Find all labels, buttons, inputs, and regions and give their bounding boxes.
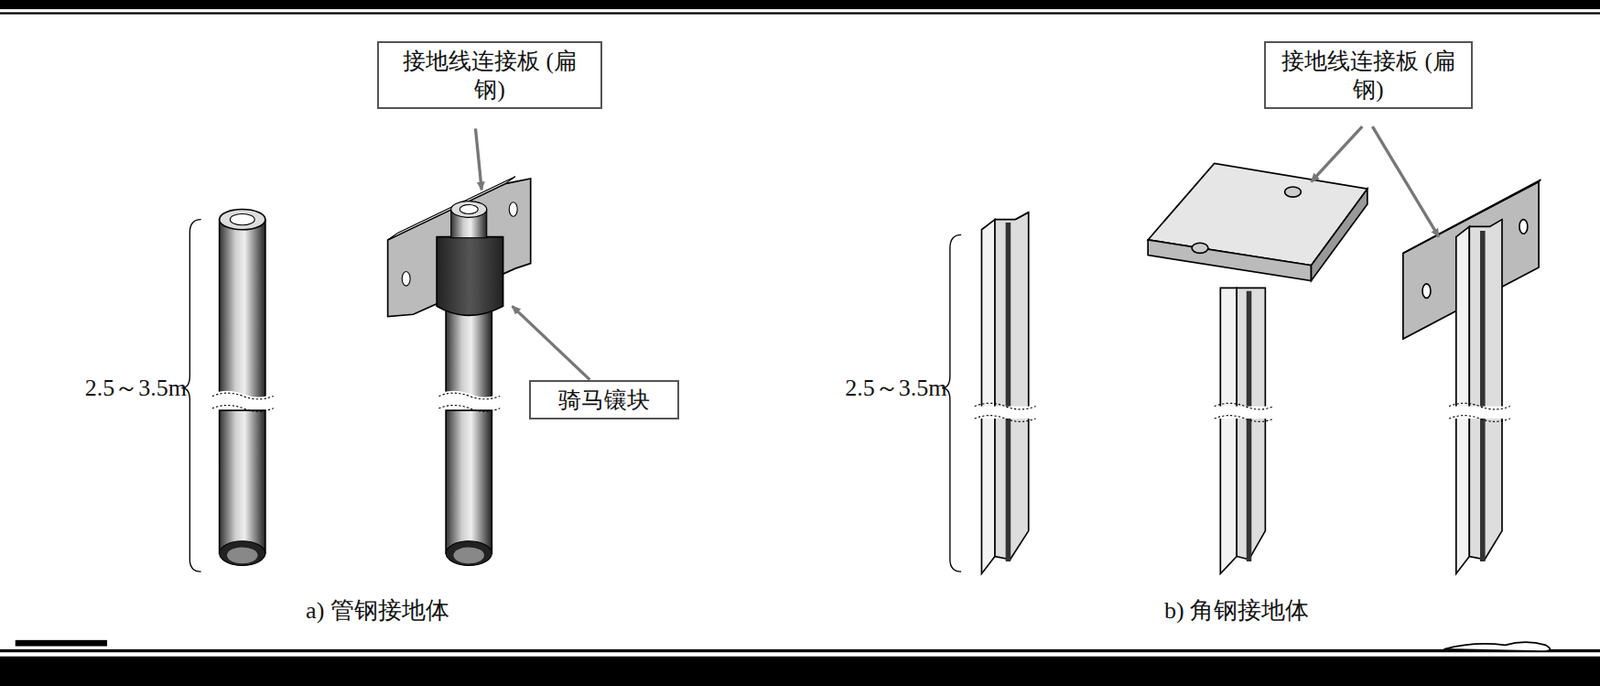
- callout-text: 接地线连接板 (扁钢): [1278, 46, 1459, 105]
- figure-caption: b) 角钢接地体: [1164, 594, 1309, 627]
- dimension-label: 2.5～3.5m: [844, 371, 947, 404]
- callout-text: 接地线连接板 (扁钢): [391, 46, 588, 105]
- callout-box: 骑马镶块: [529, 379, 680, 420]
- figure-caption: a) 管钢接地体: [305, 594, 450, 627]
- dimension-label: 2.5～3.5m: [85, 371, 187, 404]
- callout-box: 接地线连接板 (扁钢): [377, 41, 603, 110]
- callout-text: 骑马镶块: [543, 385, 665, 414]
- callout-box: 接地线连接板 (扁钢): [1264, 41, 1473, 110]
- pipe-electrode: [212, 208, 274, 565]
- angle-steel-electrode: [981, 162, 1541, 573]
- pipe-electrode-with-plate: [388, 176, 531, 566]
